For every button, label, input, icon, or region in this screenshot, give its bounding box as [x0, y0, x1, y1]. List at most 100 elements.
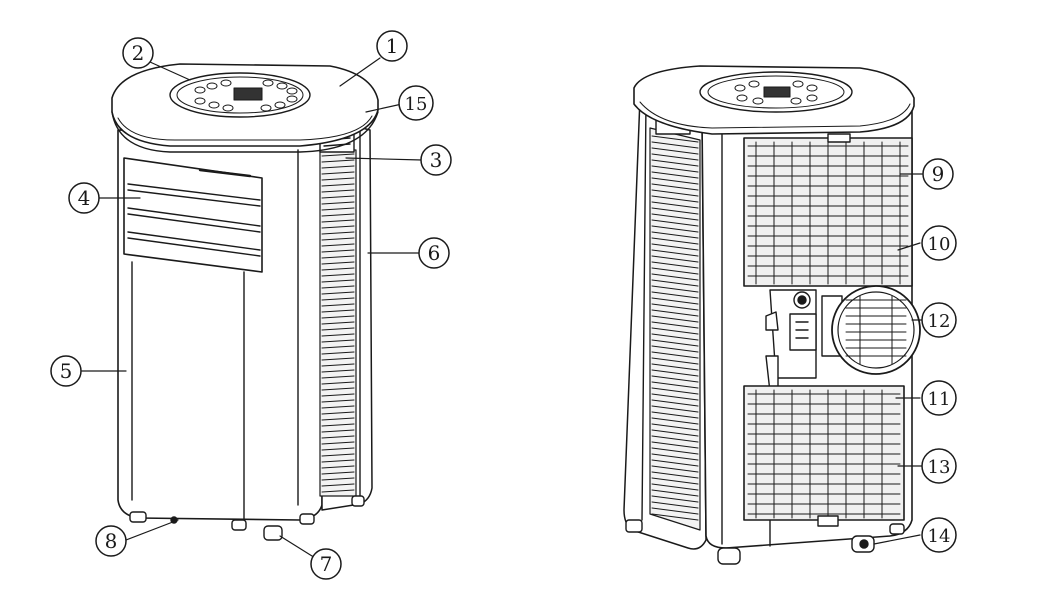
grille-line [321, 459, 355, 463]
grille-line [321, 471, 355, 475]
callout-label: 9 [932, 162, 945, 186]
grille-line [321, 297, 355, 301]
callout-label: 13 [928, 457, 951, 478]
grille-line [651, 387, 699, 395]
callout-label: 8 [105, 529, 118, 553]
grille-line [321, 333, 355, 337]
grille-line [651, 147, 699, 155]
callout-label: 5 [60, 359, 73, 383]
grille-line [321, 219, 355, 223]
callout-label: 14 [928, 526, 951, 547]
grille-line [651, 219, 699, 227]
grille-line [651, 441, 699, 449]
grille-line [651, 177, 699, 185]
grille-line [651, 141, 699, 149]
grille-line [321, 411, 355, 415]
grille-line [321, 189, 355, 193]
side-grille-rear [649, 127, 701, 531]
grille-line [651, 321, 699, 329]
grille-line [321, 273, 355, 277]
grille-line [321, 261, 355, 265]
grille-line [321, 441, 355, 445]
callout-label: 12 [928, 311, 951, 332]
front-control-buttons [194, 79, 298, 112]
callout-12: 12 [921, 302, 957, 338]
grille-line [651, 159, 699, 167]
grille-line [651, 369, 699, 377]
grille-line [321, 375, 355, 379]
grille-line [651, 411, 699, 419]
grille-line [651, 261, 699, 269]
callout-label: 11 [928, 389, 951, 410]
grille-line [321, 423, 355, 427]
grille-line [651, 213, 699, 221]
grille-line [321, 159, 355, 163]
callout-label: 2 [132, 41, 145, 65]
grille-line [321, 435, 355, 439]
lower-rear-filter [743, 385, 905, 527]
callout-label: 4 [78, 186, 91, 210]
grille-line [651, 165, 699, 173]
grille-line [651, 303, 699, 311]
grille-line [651, 513, 699, 521]
grille-line [321, 489, 355, 493]
callout-6: 6 [418, 237, 450, 269]
callout-label: 10 [928, 234, 951, 255]
grille-line [321, 285, 355, 289]
grille-line [321, 183, 355, 187]
grille-line [321, 279, 355, 283]
grille-line [651, 237, 699, 245]
grille-line [321, 249, 355, 253]
grille-line [651, 435, 699, 443]
grille-line [651, 279, 699, 287]
grille-line [321, 321, 355, 325]
callout-8: 8 [95, 525, 127, 557]
grille-line [651, 195, 699, 203]
callout-4: 4 [68, 182, 100, 214]
grille-line [651, 501, 699, 509]
grille-line [651, 453, 699, 461]
grille-line [651, 459, 699, 467]
grille-line [321, 381, 355, 385]
grille-line [321, 255, 355, 259]
grille-line [321, 447, 355, 451]
grille-line [651, 249, 699, 257]
grille-line [651, 399, 699, 407]
grille-line [651, 447, 699, 455]
grille-line [651, 231, 699, 239]
grille-line [651, 507, 699, 515]
grille-line [651, 285, 699, 293]
grille-line [321, 327, 355, 331]
grille-line [321, 483, 355, 487]
callout-label: 6 [428, 241, 441, 265]
exhaust-outlet-area [765, 285, 921, 393]
grille-line [651, 381, 699, 389]
grille-line [651, 297, 699, 305]
grille-line [651, 273, 699, 281]
grille-line [651, 339, 699, 347]
grille-line [321, 315, 355, 319]
callout-label: 15 [405, 94, 428, 115]
callout-13: 13 [921, 448, 957, 484]
rear-control-buttons [734, 80, 818, 105]
grille-line [651, 201, 699, 209]
grille-line [321, 465, 355, 469]
grille-line [651, 417, 699, 425]
grille-line [651, 327, 699, 335]
callout-label: 1 [386, 34, 399, 58]
callout-3: 3 [420, 144, 452, 176]
grille-line [651, 189, 699, 197]
callout-14: 14 [921, 517, 957, 553]
grille-line [321, 165, 355, 169]
grille-line [321, 291, 355, 295]
callout-11: 11 [921, 380, 957, 416]
grille-line [321, 213, 355, 217]
grille-line [321, 351, 355, 355]
exhaust-hose-ring [831, 285, 921, 375]
grille-line [321, 393, 355, 397]
callout-2: 2 [122, 37, 154, 69]
grille-line [321, 177, 355, 181]
grille-line [651, 429, 699, 437]
grille-line [321, 303, 355, 307]
grille-line [321, 429, 355, 433]
